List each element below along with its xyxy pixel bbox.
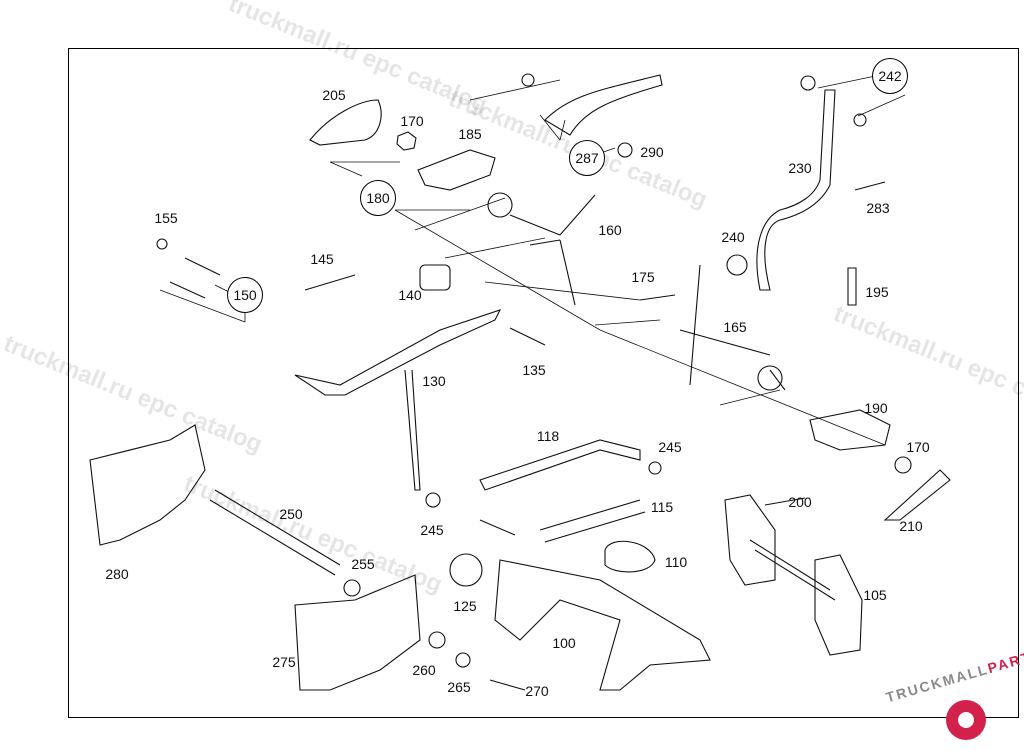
part-label-150: 150 [227, 277, 263, 313]
part-label-290: 290 [640, 144, 664, 160]
part-100-frame [494, 559, 711, 691]
part-label-240: 240 [721, 229, 745, 245]
part-label-200: 200 [788, 494, 812, 510]
part-105-frame [724, 494, 776, 586]
part-165-shaft [639, 264, 786, 391]
part-label-283: 283 [866, 200, 890, 216]
part-275-plate [294, 574, 421, 691]
part-label-245a: 245 [658, 439, 682, 455]
part-label-180: 180 [360, 180, 396, 216]
part-label-165: 165 [723, 319, 747, 335]
part-135-bolt [509, 327, 546, 346]
part-label-287: 287 [569, 140, 605, 176]
part-170-nut [396, 131, 417, 151]
part-label-125: 125 [453, 598, 477, 614]
part-label-135: 135 [522, 362, 546, 378]
part-label-145: 145 [310, 251, 334, 267]
truckmall-logo: TRUCKMALLPARTS [866, 645, 1024, 744]
part-250-tube [209, 489, 341, 576]
part-label-140: 140 [398, 287, 422, 303]
part-label-170a: 170 [400, 113, 424, 129]
part-label-275: 275 [272, 654, 296, 670]
part-118-link [479, 439, 641, 491]
part-280-plate [89, 424, 206, 546]
part-label-255: 255 [351, 556, 375, 572]
part-110-cap [604, 540, 656, 573]
part-label-160: 160 [598, 222, 622, 238]
part-287-rail [544, 74, 663, 136]
part-label-230: 230 [788, 160, 812, 176]
part-label-260: 260 [412, 662, 436, 678]
part-label-270: 270 [525, 683, 549, 699]
part-label-110: 110 [664, 554, 688, 570]
part-label-280: 280 [105, 566, 129, 582]
part-label-265: 265 [447, 679, 471, 695]
part-130-arm [294, 309, 502, 396]
part-label-190: 190 [864, 400, 888, 416]
part-label-185: 185 [458, 126, 482, 142]
part-label-118: 118 [536, 428, 560, 444]
part-160-pivot [509, 194, 596, 306]
part-label-100: 100 [552, 635, 576, 651]
part-label-205: 205 [322, 87, 346, 103]
part-label-250: 250 [279, 506, 303, 522]
part-145-spring [304, 274, 356, 291]
diagram-frame [68, 48, 1019, 718]
part-label-175: 175 [631, 269, 655, 285]
part-label-170b: 170 [906, 439, 930, 455]
part-label-245b: 245 [420, 522, 444, 538]
part-205-cover [309, 99, 382, 146]
part-label-195: 195 [865, 284, 889, 300]
part-label-115: 115 [650, 499, 674, 515]
part-label-130: 130 [422, 373, 446, 389]
part-185-bracket [417, 149, 496, 191]
gear-icon [946, 700, 986, 740]
part-label-155: 155 [154, 210, 178, 226]
part-115-strut [539, 499, 646, 543]
part-210-handle [883, 469, 951, 521]
part-label-105: 105 [863, 587, 887, 603]
part-label-210: 210 [899, 518, 923, 534]
part-190-bracket [809, 409, 891, 451]
part-label-242: 242 [872, 58, 908, 94]
part-230-lever [756, 89, 836, 291]
